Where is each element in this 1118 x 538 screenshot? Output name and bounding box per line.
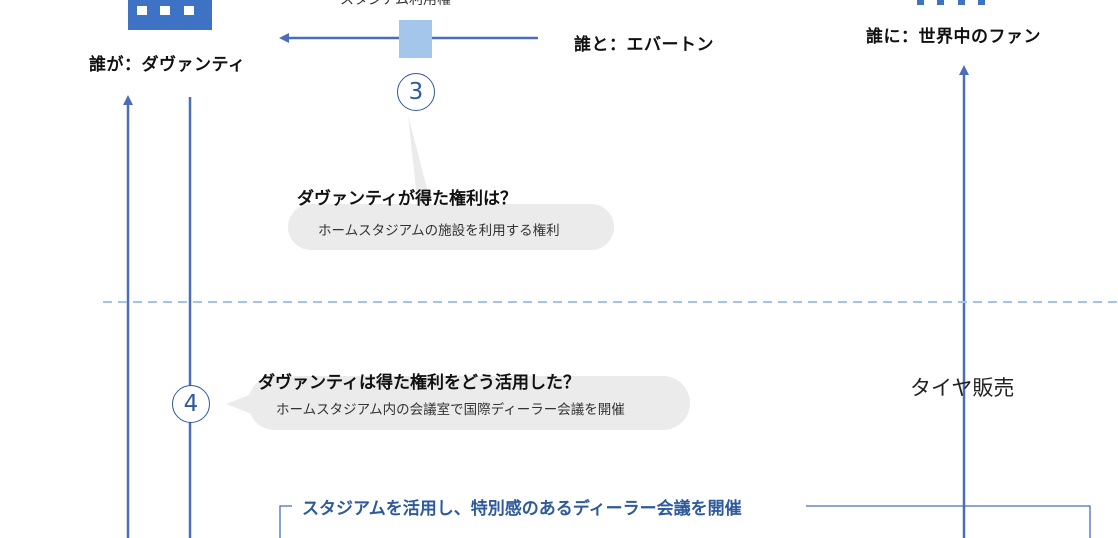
q3-answer: ホームスタジアムの施設を利用する権利 [318,223,560,239]
who-with-label: 誰と：エバートン [574,35,714,55]
who-to-label: 誰に：世界中のファン [866,27,1041,47]
step-3-number: 3 [408,79,424,105]
q4-answer-bubble [226,376,690,430]
q4-answer: ホームスタジアム内の会議室で国際ディーラー会議を開催 [276,402,625,418]
building-icon [128,0,212,30]
q3-answer-bubble [288,115,614,250]
tire-sales-label: タイヤ販売 [910,376,1015,400]
step-4-badge: 4 [172,385,210,423]
arrow-label: スタジアム利用権 [340,0,452,8]
people-icon [917,0,985,5]
who-by-label: 誰が：ダヴァンティ [89,55,246,75]
summary-frame [279,505,1091,538]
summary-title: スタジアムを活用し、特別感のあるディーラー会議を開催 [294,494,750,519]
step-4-number: 4 [183,391,199,417]
q4-question: ダヴァンティは得た権利をどう活用した？ [258,373,580,393]
rights-square [399,20,432,58]
step-3-badge: 3 [397,73,435,111]
q3-question: ダヴァンティが得た権利は？ [297,189,517,209]
